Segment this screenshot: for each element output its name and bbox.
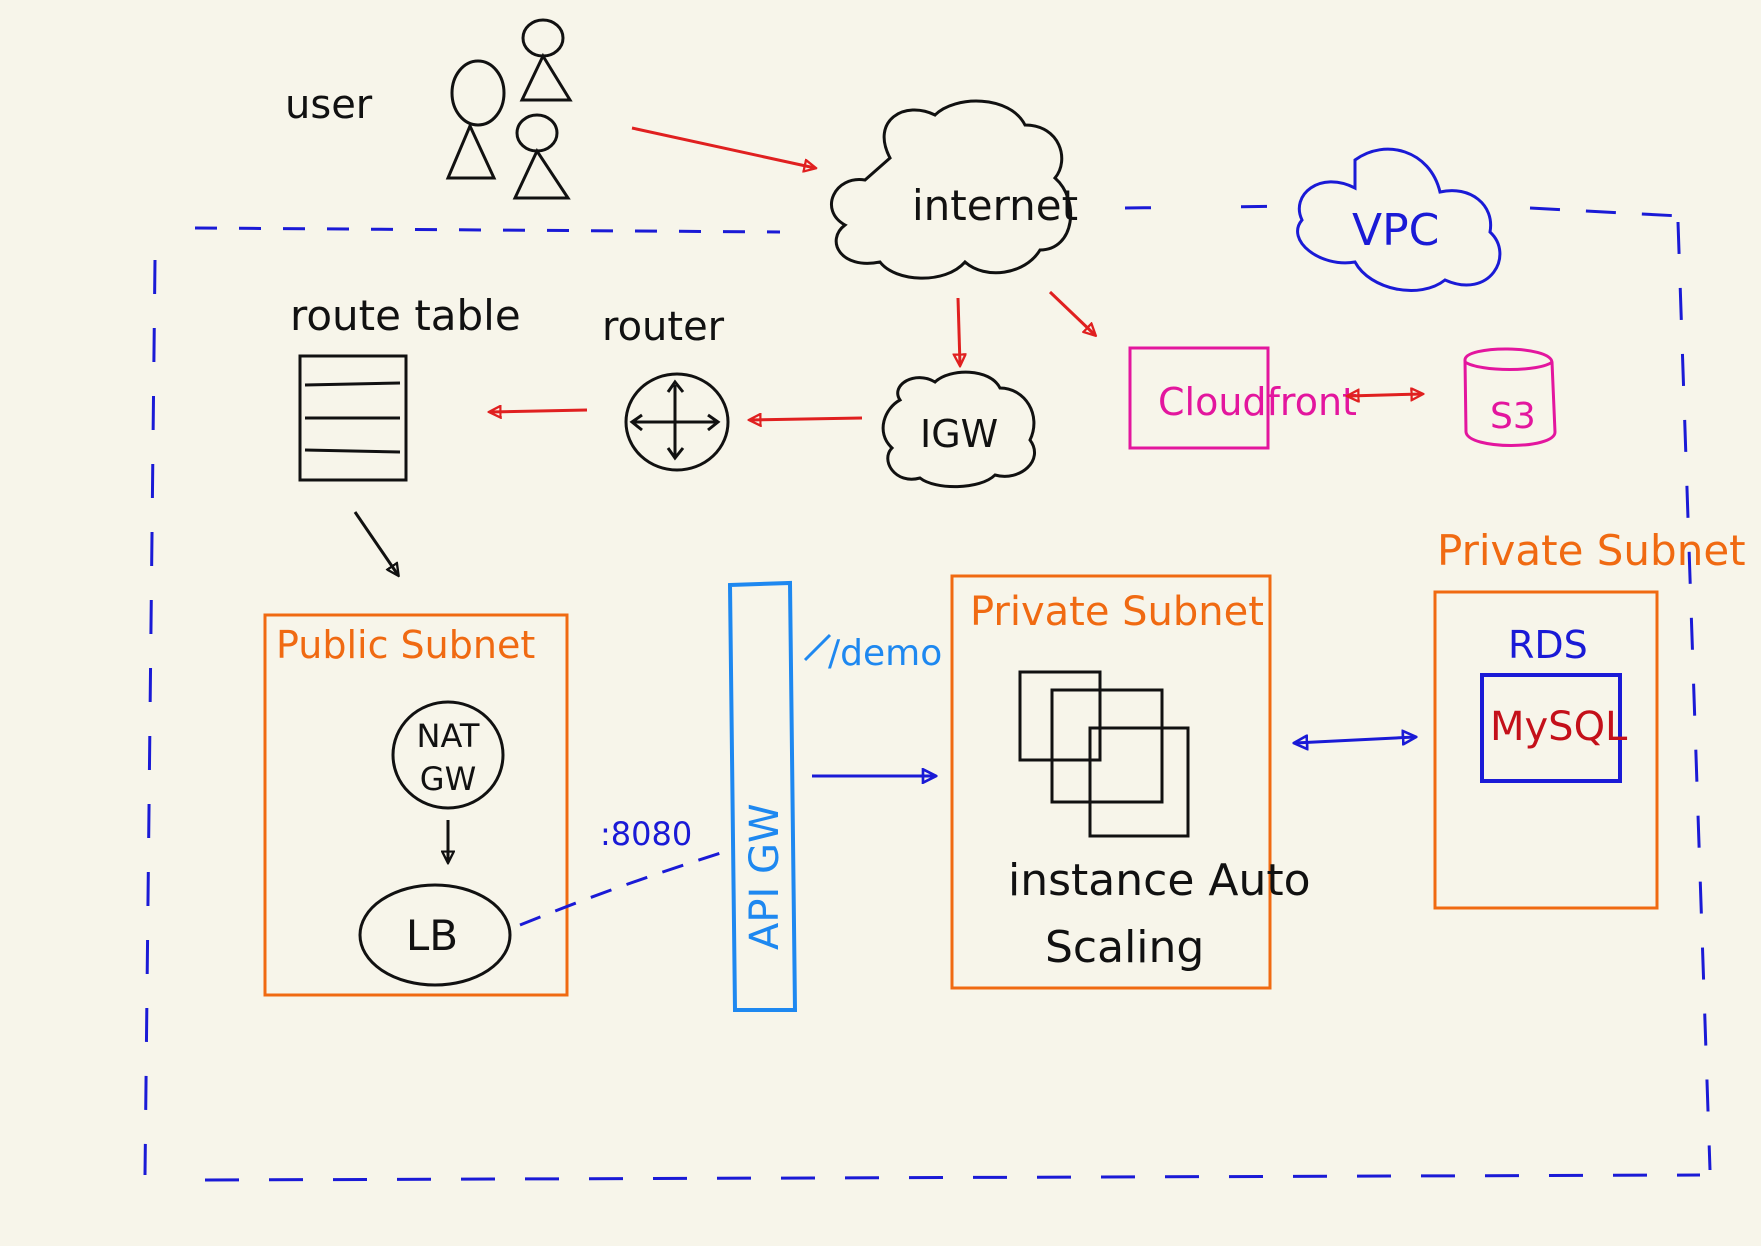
user-group: user [285,18,573,200]
public-subnet-label: Public Subnet [276,623,535,667]
routetable-to-public-subnet-arrow [353,511,398,575]
igw-cloud-icon: IGW [881,370,1037,489]
instances-rds-arrow [1295,737,1415,743]
internet-label: internet [912,181,1078,230]
cloudfront-box [1128,346,1270,450]
user-to-internet-arrow [631,126,815,168]
load-balancer: LB [358,883,512,987]
instance-asg-label-line2: Scaling [1045,922,1204,973]
route-table-group: route table [290,291,521,482]
vpc-label: VPC [1352,205,1439,256]
lb-label: LB [406,911,458,960]
igw-label: IGW [920,412,998,456]
private-subnet-db: Private Subnet RDS MySQL [1433,526,1746,910]
router-icon [624,372,730,472]
internet-to-igw-arrow [958,297,960,365]
nat-gw-label-line1: NAT [417,717,480,755]
route-table-label: route table [290,291,521,340]
cloudfront-label: Cloudfront [1158,380,1357,424]
private-subnet-app-label: Private Subnet [970,589,1264,635]
vpc-boundary [143,204,1712,1182]
instances-icon [1018,670,1190,838]
igw-to-router-arrow [750,418,863,420]
cloudfront-s3-arrow [1348,394,1422,396]
demo-path-tick [803,633,832,662]
internet-to-cloudfront-arrow [1048,290,1095,335]
table-icon [298,354,408,482]
mysql-label: MySQL [1490,704,1628,750]
user-icon [445,18,573,200]
nat-gw-label-line2: GW [420,760,476,798]
router-label: router [602,304,725,350]
rds-label: RDS [1508,623,1588,667]
public-subnet: Public Subnet NAT GW LB [263,613,569,997]
port-label: :8080 [600,815,692,853]
s3-bucket-icon: S3 [1463,347,1557,447]
instance-asg-label-line1: instance Auto [1008,855,1311,906]
router-group: router [602,304,730,472]
api-gateway: API GW /demo [727,580,942,1012]
private-subnet-app: Private Subnet instance Auto Scaling [950,574,1311,990]
s3-label: S3 [1490,396,1536,437]
user-label: user [285,82,373,128]
rds-box [1480,673,1622,783]
api-gw-label: API GW [742,803,788,950]
vpc-cloud-icon: VPC [1296,147,1502,292]
router-to-routetable-arrow [490,410,588,412]
demo-path-label: /demo [828,633,942,674]
private-subnet-db-label: Private Subnet [1437,526,1746,575]
lb-to-apigw-link [519,848,731,927]
cloudfront-group: Cloudfront [1128,346,1357,450]
internet-cloud-icon: internet [830,99,1078,280]
nat-gateway: NAT GW [391,700,505,810]
